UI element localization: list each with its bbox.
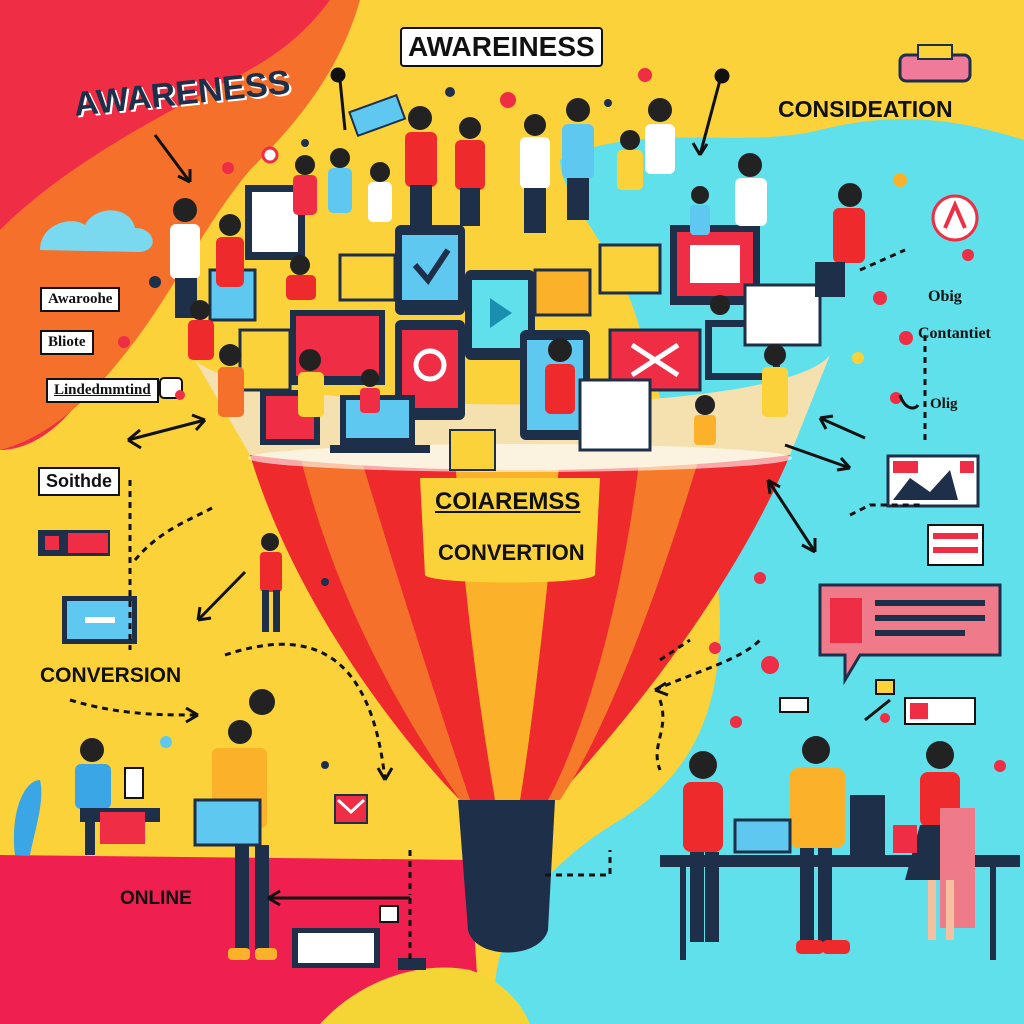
label-box-bliote: Bliote — [40, 330, 94, 355]
funnel-label-plate — [420, 478, 600, 583]
cake-top — [917, 44, 953, 60]
speech-bubble-line-3 — [875, 630, 965, 636]
cross-icon — [630, 342, 680, 378]
funnel-spout — [458, 800, 555, 953]
location-pin-icon — [413, 348, 447, 382]
crowd-people — [170, 98, 865, 445]
cyan-background-right — [495, 119, 1024, 1024]
yellow-card-2 — [533, 268, 592, 317]
document-circle-icon — [931, 194, 979, 242]
label-box-awareness: Awaroohe — [40, 287, 121, 312]
play-card — [238, 328, 292, 392]
tablet-screen — [402, 235, 458, 300]
yellow-floor-blob — [320, 967, 530, 1024]
cloud-icon — [40, 210, 153, 252]
funnel-stage-label: COIAREMSS — [435, 488, 581, 515]
laptop-base — [330, 445, 430, 453]
speech-bubble-icon — [830, 598, 862, 643]
label-box-underlined: Lindedmmtind — [46, 378, 159, 403]
check-icon — [412, 248, 451, 285]
envelope-icon — [334, 794, 368, 824]
chart-widget-graph — [893, 470, 958, 500]
check-card — [449, 429, 496, 471]
chart-widget-tag — [960, 461, 974, 473]
small-device — [398, 958, 426, 970]
yellow-card — [338, 253, 397, 302]
document-page — [252, 192, 298, 252]
card-widget-icon — [910, 703, 928, 719]
funnel-stripe-orange — [300, 455, 470, 800]
envelope-flap — [336, 798, 366, 815]
chart-card — [578, 378, 652, 452]
small-tag — [779, 697, 809, 713]
speech-bubble-line-2 — [875, 615, 985, 621]
small-yellow-tag — [875, 679, 895, 695]
right-label-olig: Olig — [930, 396, 958, 412]
toggle-indicator — [45, 536, 59, 550]
seated-person — [14, 738, 160, 855]
document-icon — [690, 245, 740, 283]
funnel-stripe-orange-right — [548, 455, 700, 800]
chart-widget-header — [893, 461, 918, 473]
consideration-title: CONSIDEATION — [778, 96, 953, 122]
play-icon — [490, 298, 512, 328]
online-label: ONLINE — [120, 888, 192, 909]
form-widget-row — [933, 533, 978, 539]
yellow-card-3 — [598, 243, 662, 295]
label-box-soithde: Soithde — [38, 467, 120, 496]
funnel-rim-highlight — [248, 444, 792, 472]
right-label-obig: Obig — [928, 288, 962, 305]
standing-person — [260, 533, 282, 632]
paper-icon — [124, 767, 144, 799]
monitor-widget-bar — [85, 617, 115, 623]
toggle-knob — [68, 533, 108, 553]
floating-screen — [348, 93, 407, 138]
form-widget-row-2 — [933, 547, 978, 553]
document-card — [743, 283, 822, 347]
flow-arrows — [69, 67, 927, 960]
conversion-title: CONVERSION — [40, 664, 182, 687]
right-label-contantiet: Contantiet — [918, 325, 991, 342]
form-widget — [927, 524, 984, 566]
device-box-screen — [298, 933, 374, 963]
scattered-icons — [118, 68, 1006, 772]
speech-bubble-line — [875, 600, 985, 606]
office-team — [660, 736, 1020, 960]
funnel-conversion-label: CONVERTION — [438, 540, 585, 565]
document-circle-glyph — [943, 199, 967, 229]
small-square-icon — [379, 905, 399, 923]
standing-couple — [193, 689, 283, 960]
awareness-banner: AWAREINESS — [400, 27, 603, 67]
